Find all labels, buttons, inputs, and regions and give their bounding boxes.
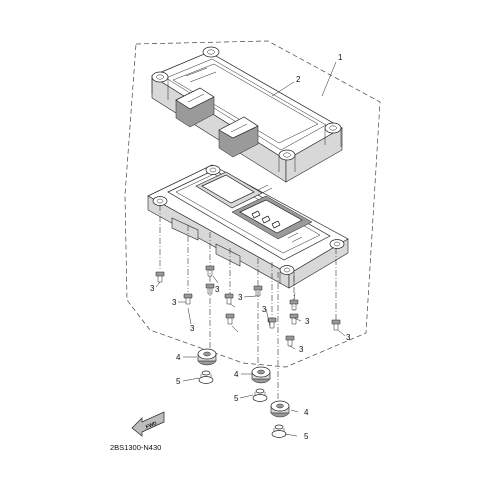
grommet-set <box>197 348 290 418</box>
callout-5: 5 <box>176 377 181 386</box>
diagram-code: 2BS1300-N430 <box>110 443 161 452</box>
callout-1: 1 <box>338 53 343 62</box>
fwd-arrow-icon: FWD <box>131 411 165 437</box>
callout-3: 3 <box>238 293 243 302</box>
screw <box>331 319 341 331</box>
screw <box>289 313 299 325</box>
callout-5: 5 <box>234 394 239 403</box>
callout-3: 3 <box>150 284 155 293</box>
callout-labels: 1 2 3 3 3 3 3 3 3 3 3 4 4 4 5 5 5 <box>150 53 351 441</box>
collar <box>271 424 287 438</box>
grommet <box>197 348 217 366</box>
callout-2: 2 <box>296 75 301 84</box>
grommet <box>270 400 290 418</box>
leader-lines <box>155 61 346 437</box>
screw <box>289 299 299 311</box>
callout-3: 3 <box>172 298 177 307</box>
fwd-label: FWD <box>145 420 158 430</box>
meter-case <box>147 164 349 289</box>
screw <box>205 283 215 295</box>
collar-set <box>198 370 287 438</box>
callout-4: 4 <box>234 370 239 379</box>
callout-5: 5 <box>304 432 309 441</box>
callout-3: 3 <box>190 324 195 333</box>
screw <box>155 271 165 283</box>
segment-digits <box>251 210 281 229</box>
screw <box>205 265 215 277</box>
screw <box>285 335 295 347</box>
callout-3: 3 <box>215 285 220 294</box>
screw-set <box>155 265 341 347</box>
assembly-centerlines <box>159 205 337 400</box>
collar <box>252 388 268 402</box>
meter-cover <box>151 46 343 183</box>
callout-3: 3 <box>305 317 310 326</box>
assembly-boundary <box>124 40 381 368</box>
screw <box>253 285 263 297</box>
callout-3: 3 <box>346 333 351 342</box>
callout-4: 4 <box>176 353 181 362</box>
screw <box>183 293 193 305</box>
callout-3: 3 <box>262 305 267 314</box>
screw <box>225 313 235 325</box>
callout-4: 4 <box>304 408 309 417</box>
collar <box>198 370 214 384</box>
callout-3: 3 <box>299 345 304 354</box>
screw <box>224 293 234 305</box>
grommet <box>251 366 271 384</box>
